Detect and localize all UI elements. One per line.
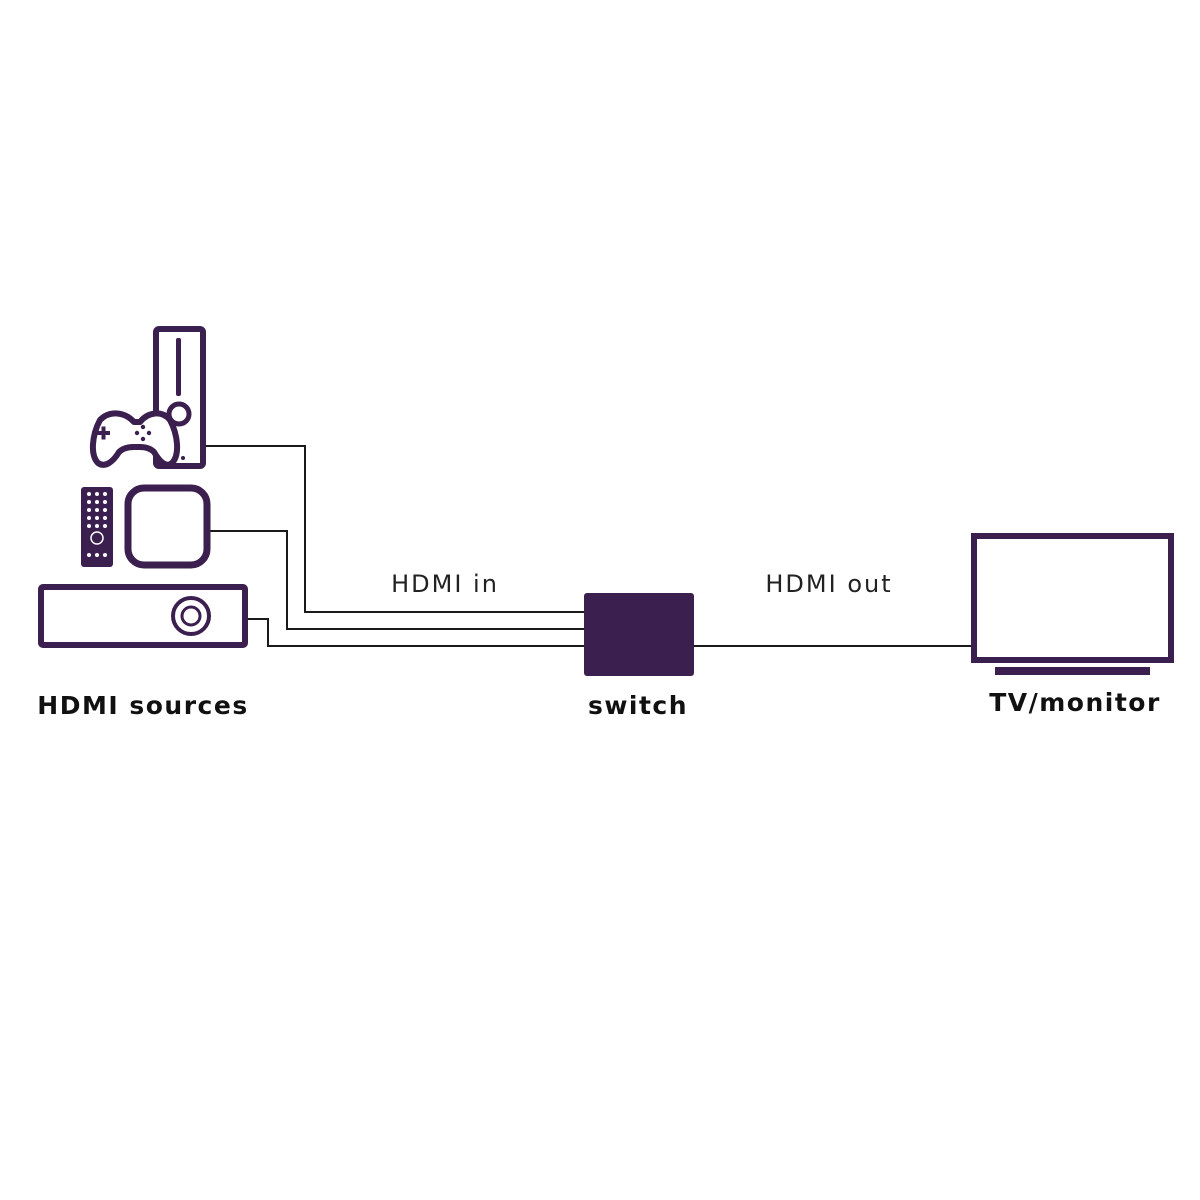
remote-buttons bbox=[87, 492, 107, 557]
cable-console-to-switch bbox=[204, 445, 586, 613]
player-disc-inner bbox=[180, 605, 202, 627]
tv-label: TV/monitor bbox=[989, 688, 1161, 717]
tv-screen bbox=[971, 533, 1174, 663]
hdmi-switch-icon bbox=[584, 593, 694, 676]
remote-dial bbox=[90, 531, 104, 545]
cable-streamer-to-switch bbox=[208, 530, 586, 630]
gamepad-icon bbox=[90, 410, 180, 468]
face-button-bottom bbox=[140, 436, 146, 442]
face-button-top bbox=[140, 424, 146, 430]
remote-control-icon bbox=[81, 487, 113, 567]
cable-player-to-switch bbox=[246, 618, 586, 647]
face-button-right bbox=[146, 430, 152, 436]
dpad-vertical bbox=[101, 426, 106, 440]
console-led-2 bbox=[181, 456, 185, 460]
hdmi-in-label: HDMI in bbox=[391, 570, 499, 598]
face-button-left bbox=[134, 430, 140, 436]
sources-label: HDMI sources bbox=[37, 691, 248, 720]
switch-box bbox=[584, 593, 694, 676]
player-disc-outer bbox=[171, 596, 211, 636]
console-slot bbox=[176, 338, 181, 396]
media-player-icon bbox=[38, 584, 248, 648]
tv-stand bbox=[995, 667, 1150, 675]
console-button bbox=[166, 401, 192, 427]
streaming-box-icon bbox=[124, 484, 211, 569]
hdmi-out-label: HDMI out bbox=[765, 570, 892, 598]
switch-label: switch bbox=[588, 691, 688, 720]
cables bbox=[204, 445, 974, 647]
tv-monitor-icon bbox=[971, 533, 1174, 675]
